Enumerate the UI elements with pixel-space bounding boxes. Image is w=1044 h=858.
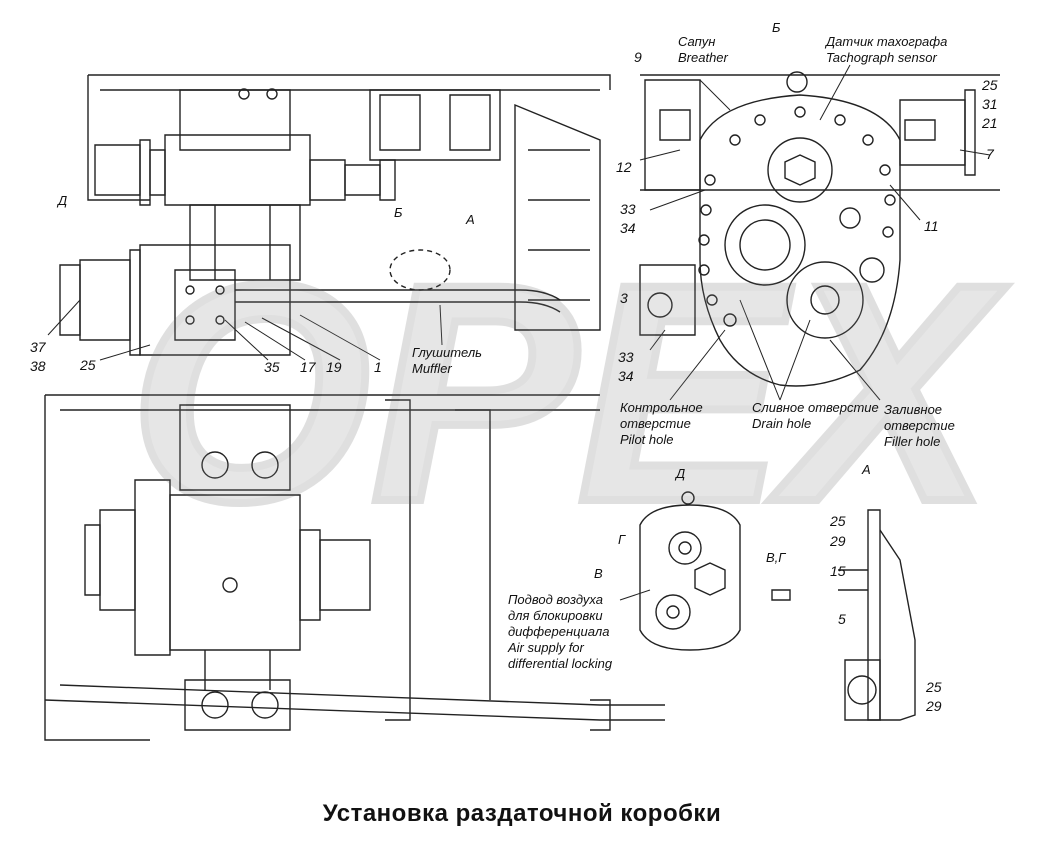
callout-19: 19 (326, 359, 342, 375)
breather-label-ru: Сапун (678, 34, 716, 49)
callout-31: 31 (982, 96, 998, 112)
pilot-hole-label-en: Pilot hole (620, 432, 674, 447)
muffler-pipe (235, 249, 561, 313)
view-v-label: В (594, 566, 603, 581)
page-title: Установка раздаточной коробки (322, 800, 722, 827)
callout-3: 3 (620, 290, 628, 306)
view-d-arrow-label: Д (58, 193, 68, 208)
air-supply-label-ru3: дифференциала (508, 624, 610, 639)
air-supply-label-ru2: для блокировки (508, 608, 603, 623)
view-b-top-label: Б (772, 20, 781, 35)
callout-17: 17 (300, 359, 316, 375)
air-supply-label-ru1: Подвод воздуха (508, 592, 603, 607)
callout-25-b: 25 (926, 679, 942, 695)
air-supply-label-en2: differential locking (508, 656, 613, 671)
watermark-text: OPEX (129, 219, 1006, 566)
muffler-label-en: Muffler (412, 361, 452, 376)
drain-hole-label-ru: Сливное отверстие (752, 400, 879, 415)
tacho-label-en: Tachograph sensor (826, 50, 937, 65)
callout-35: 35 (264, 359, 280, 375)
callout-34-bottom: 34 (618, 368, 634, 384)
muffler-label-ru: Глушитель (412, 345, 483, 360)
view-vg-label: В,Г (766, 550, 786, 565)
view-g-label: Г (618, 532, 626, 547)
upper-right-brackets (640, 74, 1000, 191)
filler-hole-label-en: Filler hole (884, 434, 941, 449)
pilot-hole-label-ru2: отверстие (620, 416, 691, 431)
watermark: OPEX (125, 215, 1010, 570)
callout-21: 21 (982, 115, 998, 131)
view-a-label: А (466, 212, 475, 227)
callout-25-top: 25 (982, 77, 998, 93)
callout-33-top: 33 (620, 201, 636, 217)
pilot-hole-label-ru1: Контрольное (620, 400, 703, 415)
callout-34-top: 34 (620, 220, 636, 236)
callout-1: 1 (374, 359, 382, 375)
callout-7: 7 (986, 146, 994, 162)
air-supply-label-en1: Air supply for (508, 640, 584, 655)
filler-hole-label-ru2: отверстие (884, 418, 955, 433)
tacho-label-ru: Датчик тахографа (826, 34, 948, 49)
view-d-case (639, 491, 741, 651)
drain-hole-label-en: Drain hole (752, 416, 812, 431)
transfer-case-face (698, 71, 901, 387)
view-d-label: Д (676, 466, 686, 481)
lower-frame (44, 394, 665, 741)
view-a2-label: А (862, 462, 871, 477)
callout-11: 11 (924, 218, 939, 234)
breather-label-en: Breather (678, 50, 728, 65)
case-bolts (698, 106, 896, 306)
callout-15: 15 (830, 563, 846, 579)
callout-25-a: 25 (830, 513, 846, 529)
filler-hole-label-ru1: Заливное (884, 402, 943, 417)
view-b-label: Б (394, 205, 403, 220)
view-a-bracket (838, 509, 916, 721)
callout-5: 5 (838, 611, 846, 627)
callout-9: 9 (634, 49, 642, 65)
callout-38: 38 (30, 358, 46, 374)
bracket-3 (639, 264, 737, 336)
lower-gearbox (84, 451, 371, 719)
leader-lines (47, 64, 991, 601)
callout-37: 37 (30, 339, 46, 355)
upper-gearbox (59, 88, 396, 356)
callout-25-left: 25 (80, 357, 96, 373)
callout-29-a: 29 (830, 533, 846, 549)
callout-29-b: 29 (926, 698, 942, 714)
callout-33-bottom: 33 (618, 349, 634, 365)
callout-12: 12 (616, 159, 632, 175)
view-vg-fitting (771, 589, 791, 601)
